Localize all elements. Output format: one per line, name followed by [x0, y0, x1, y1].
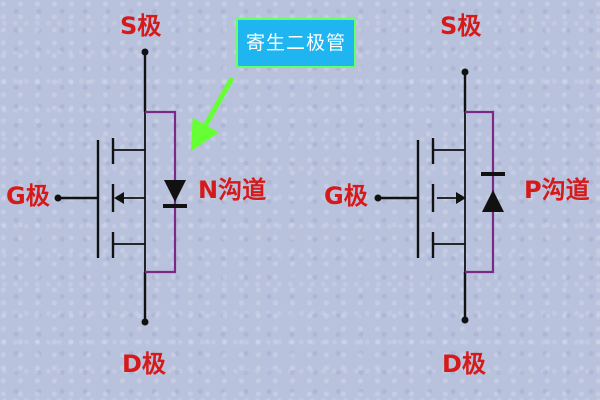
p-diode-triangle	[482, 190, 504, 212]
p-drain-label: D极	[442, 350, 486, 378]
p-diode-link	[465, 110, 495, 274]
parasitic-diode-callout: 寄生二极管	[236, 18, 356, 68]
p-mosfet-symbol	[374, 68, 505, 324]
callout-pointer-arrow	[191, 76, 235, 152]
n-diode-triangle	[164, 180, 186, 202]
p-drain-stub	[433, 243, 466, 272]
n-body-arrow	[114, 192, 124, 204]
n-drain-terminal	[141, 318, 149, 326]
p-drain-terminal	[461, 316, 469, 324]
p-body-arrow	[456, 192, 466, 204]
p-source-stub	[433, 112, 466, 151]
p-source-terminal	[461, 68, 469, 76]
n-mosfet-symbol	[54, 48, 187, 326]
n-channel-label: N沟道	[198, 176, 267, 204]
p-channel-label: P沟道	[524, 176, 590, 204]
n-source-stub	[113, 112, 146, 151]
n-gate-label: G极	[6, 182, 50, 210]
p-gate-label: G极	[324, 182, 368, 210]
n-drain-stub	[113, 243, 146, 272]
n-diode-bar	[163, 204, 187, 208]
p-diode-bar	[481, 172, 505, 176]
p-source-label: S极	[440, 12, 482, 40]
n-source-label: S极	[120, 12, 162, 40]
n-source-terminal	[141, 48, 149, 56]
n-drain-label: D极	[122, 350, 166, 378]
